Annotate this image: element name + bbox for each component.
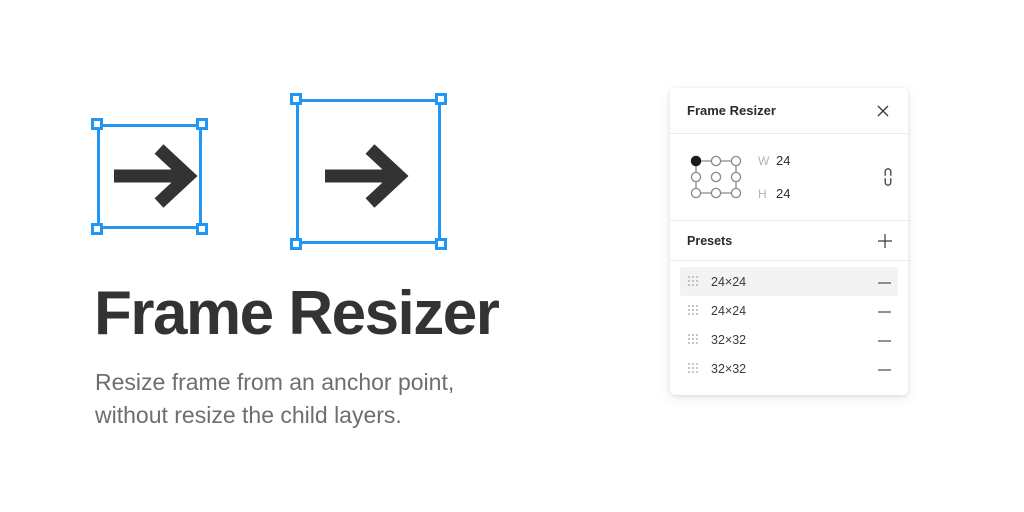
minus-icon[interactable] — [877, 334, 892, 346]
hero-illustration — [0, 0, 620, 270]
size-section: W 24 H 24 — [670, 134, 908, 221]
anchor-dot-bottom-left — [690, 187, 702, 199]
preset-row[interactable]: 24×24 — [680, 296, 898, 325]
plus-icon[interactable] — [876, 232, 894, 250]
anchor-dot-top-right — [730, 155, 742, 167]
presets-title: Presets — [687, 233, 733, 248]
large-selected-frame[interactable] — [290, 93, 447, 250]
resize-handle-bottom-left[interactable] — [91, 223, 103, 235]
panel-header: Frame Resizer — [670, 88, 908, 134]
preset-row[interactable]: 24×24 — [680, 267, 898, 296]
anchor-dot-center — [710, 171, 722, 183]
drag-dots-icon[interactable] — [687, 275, 699, 289]
drag-dots-icon[interactable] — [687, 362, 699, 376]
minus-icon[interactable] — [877, 305, 892, 317]
page-title: Frame Resizer — [94, 279, 500, 348]
drag-dots-icon[interactable] — [687, 304, 699, 318]
width-label: W — [758, 153, 770, 168]
resize-handle-bottom-right[interactable] — [435, 238, 447, 250]
resize-handle-top-right[interactable] — [435, 93, 447, 105]
drag-dots-icon[interactable] — [687, 333, 699, 347]
resize-handle-top-left[interactable] — [91, 118, 103, 130]
preset-label: 24×24 — [711, 303, 747, 318]
height-input[interactable]: 24 — [776, 186, 791, 201]
preset-label: 24×24 — [711, 274, 747, 289]
page-subtitle: Resize frame from an anchor point, witho… — [95, 369, 455, 428]
resize-handle-bottom-right[interactable] — [196, 223, 208, 235]
height-field-row[interactable]: H 24 — [758, 181, 868, 207]
close-icon[interactable] — [875, 103, 891, 119]
broken-link-icon[interactable] — [868, 167, 908, 187]
anchor-dot-middle-left — [690, 171, 702, 183]
resize-handle-top-right[interactable] — [196, 118, 208, 130]
width-input[interactable]: 24 — [776, 153, 791, 168]
preset-row[interactable]: 32×32 — [680, 325, 898, 354]
dimension-fields: W 24 H 24 — [758, 148, 868, 207]
preset-row[interactable]: 32×32 — [680, 354, 898, 383]
resize-handle-top-left[interactable] — [290, 93, 302, 105]
small-selected-frame[interactable] — [91, 118, 208, 235]
anchor-dot-bottom-center — [710, 187, 722, 199]
anchor-dot-bottom-right — [730, 187, 742, 199]
presets-header: Presets — [670, 221, 908, 261]
width-field-row[interactable]: W 24 — [758, 148, 868, 174]
frame-outline — [296, 99, 441, 244]
minus-icon[interactable] — [877, 276, 892, 288]
anchor-point-grid[interactable] — [688, 154, 744, 200]
anchor-dot-top-center — [710, 155, 722, 167]
preset-label: 32×32 — [711, 332, 747, 347]
plugin-panel: Frame Resizer — [670, 88, 908, 395]
resize-handle-bottom-left[interactable] — [290, 238, 302, 250]
frame-outline — [97, 124, 202, 229]
panel-title: Frame Resizer — [687, 103, 776, 118]
presets-list: 24×24 24×24 — [670, 261, 908, 395]
height-label: H — [758, 186, 767, 201]
anchor-dot-top-left — [690, 155, 702, 167]
preset-label: 32×32 — [711, 361, 747, 376]
minus-icon[interactable] — [877, 363, 892, 375]
anchor-dot-middle-right — [730, 171, 742, 183]
